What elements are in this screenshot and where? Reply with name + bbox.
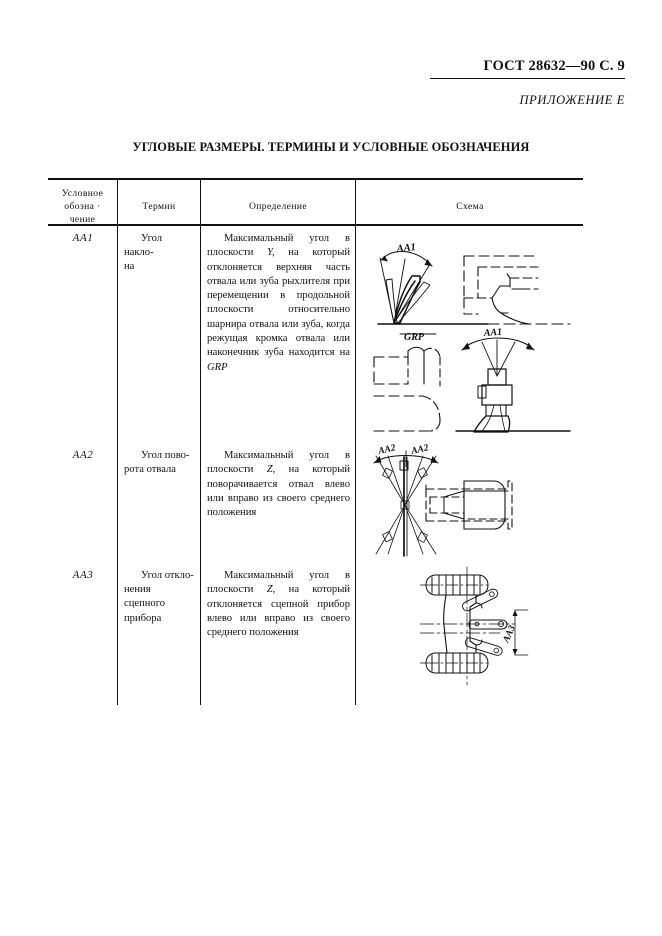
table-row-2-term: Угол пово-рота отвала [124,450,190,476]
column-header-term: Термин [142,201,176,212]
table-row-3-term: Угол откло-нения сцепного прибора [124,570,194,624]
svg-text:AA1: AA1 [395,242,416,255]
column-header-code-line1: Условное [61,188,104,199]
svg-text:AA2: AA2 [376,443,396,457]
table-top-rule [48,178,583,180]
svg-text:AA1: AA1 [482,327,502,339]
table-row-2-scheme: AA2 AA2 [360,441,582,559]
table-row-1-definition: Максимальный угол в плоскости Y, на кото… [207,233,350,373]
annex-label: ПРИЛОЖЕНИЕ Е [519,93,625,107]
svg-text:AA3: AA3 [501,624,518,645]
table-header-rule [48,224,583,226]
table-row-2-code: АА2 [72,449,94,461]
column-header-definition: Определение [248,201,308,212]
table-row-1-code: АА1 [72,232,94,244]
svg-text:GRP: GRP [404,332,425,343]
page-title: УГЛОВЫЕ РАЗМЕРЫ. ТЕРМИНЫ И УСЛОВНЫЕ ОБОЗ… [132,140,530,154]
table-row-2-definition: Максимальный угол в плоскости Z, на кото… [207,450,350,519]
col-divider-1 [117,178,119,705]
col-divider-3 [355,178,357,705]
svg-text:AA2: AA2 [409,443,429,457]
column-header-scheme: Схема [456,201,484,212]
col-divider-2 [200,178,202,705]
table-row-1-scheme: AA1 GRP [360,226,582,441]
gost-standard-number: ГОСТ 28632—90 С. 9 [483,58,625,74]
table-row-3-scheme: AA3 [420,563,580,688]
table-row-3-definition: Максимальный угол в плоскости Z, на кото… [207,570,350,639]
header-rule [430,78,625,79]
column-header-code-line2: обозна · [64,201,101,212]
column-header-code-line3: чение [69,214,96,225]
column-header-code: Условное обозна · чение [50,187,115,226]
table-row-1-term: Угол накло-на [124,233,163,273]
table-row-3-code: АА3 [72,569,94,581]
